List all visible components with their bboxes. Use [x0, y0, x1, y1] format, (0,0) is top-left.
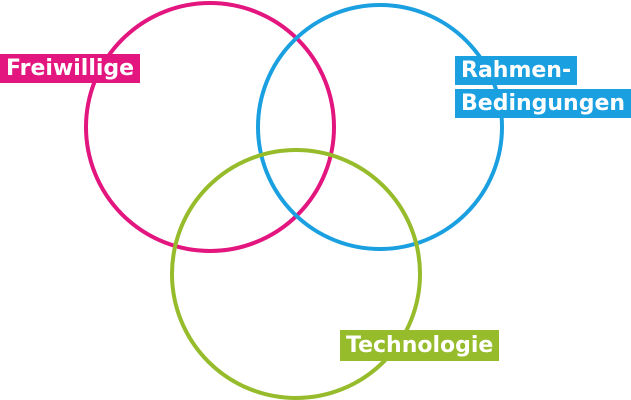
- circle-technologie: [170, 148, 422, 400]
- circle-freiwillige: [84, 1, 336, 253]
- label-rahmenbedingungen-line2: Bedingungen: [455, 89, 631, 118]
- label-rahmenbedingungen: Rahmen- Bedingungen: [455, 56, 631, 118]
- label-technologie: Technologie: [340, 330, 500, 361]
- circle-rahmenbedingungen: [256, 3, 504, 251]
- label-rahmenbedingungen-line1: Rahmen-: [455, 56, 578, 85]
- label-freiwillige: Freiwillige: [0, 54, 141, 83]
